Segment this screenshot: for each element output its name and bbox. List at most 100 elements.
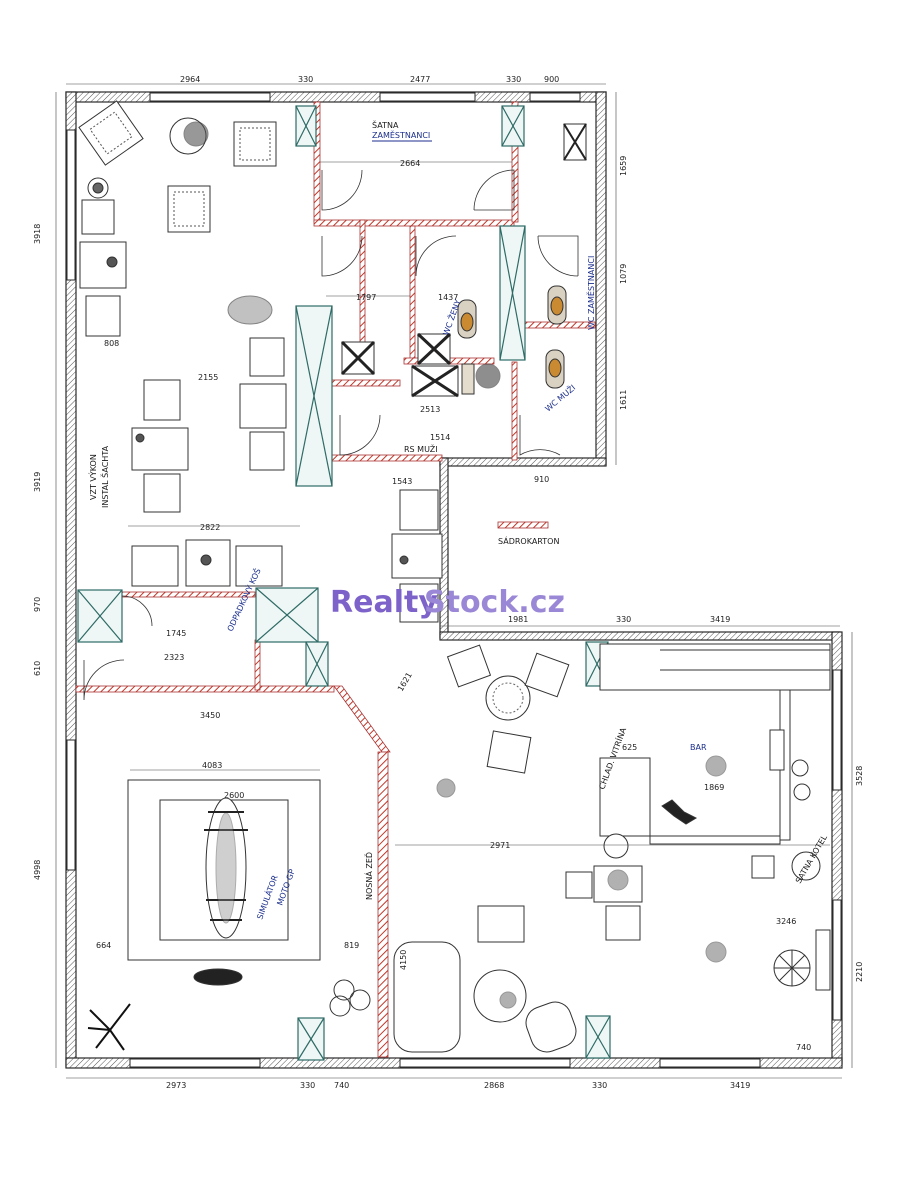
armchair [233, 121, 277, 167]
column-1 [295, 105, 317, 147]
dim-3450: 3450 [200, 711, 220, 720]
label-sadrokarton: SÁDROKARTON [498, 535, 559, 546]
simulator-area [87, 779, 371, 1051]
dim-2664: 2664 [400, 159, 420, 168]
dim-2513: 2513 [420, 405, 440, 414]
armchair [167, 185, 211, 233]
motorcycle-icon [204, 797, 248, 939]
table-round [169, 117, 209, 155]
motorcycle-small-icon [193, 968, 243, 986]
sink-icon [563, 123, 587, 161]
sink-icon [411, 364, 459, 398]
column-9 [297, 1017, 325, 1061]
dim-bottom1: 2973 [166, 1081, 186, 1090]
diagonal-wall [333, 685, 391, 1058]
dim-2822: 2822 [200, 523, 220, 532]
column-2 [501, 105, 525, 147]
dim-bottom2: 330 [300, 1081, 315, 1090]
dim-right-2210: 2210 [855, 962, 864, 982]
dim-4083: 4083 [202, 761, 222, 770]
dimension-lines [55, 83, 853, 1079]
dim-bottom5: 330 [592, 1081, 607, 1090]
label-nosna-zed: NOSNÁ ZEĎ [363, 852, 374, 900]
dim-left-mid: 3919 [33, 472, 42, 492]
label-wc-zamestnanci: WC ZAMĚSTNANCI [585, 256, 596, 330]
dim-819: 819 [344, 941, 359, 950]
watermark-stock: Stock.cz [424, 585, 565, 620]
dim-top-right: 900 [544, 75, 559, 84]
armchair [78, 100, 144, 166]
plant-icon [87, 177, 109, 199]
bar-area [565, 643, 831, 941]
dim-left-a: 970 [33, 597, 42, 612]
dim-1514: 1514 [430, 433, 450, 442]
outer-walls [65, 91, 843, 1069]
column-6 [255, 587, 319, 643]
dimension-labels: 2964 330 2477 330 900 3918 3919 970 610 … [33, 75, 864, 1090]
dim-1981: 1981 [508, 615, 528, 624]
dim-4150: 4150 [399, 950, 408, 970]
dim-right-3528: 3528 [855, 766, 864, 786]
watermark: Realty Stock.cz [330, 585, 565, 620]
dim-2971: 2971 [490, 841, 510, 850]
label-simulator: SIMULÁTOR [254, 873, 280, 921]
dim-1621: 1621 [396, 671, 414, 693]
sink-icon [416, 332, 452, 366]
dim-bottom6: 3419 [730, 1081, 750, 1090]
dim-664: 664 [96, 941, 111, 950]
table-trefoil [329, 979, 371, 1017]
label-zamestnanci: ZAMĚSTNANCI [372, 129, 430, 140]
dim-330c: 330 [616, 615, 631, 624]
sanitary-fixtures [340, 123, 587, 398]
dim-bottom3: 740 [334, 1081, 349, 1090]
interior-walls [75, 101, 596, 693]
dim-2323: 2323 [164, 653, 184, 662]
column-10 [585, 1015, 611, 1059]
dim-top-mid2: 2477 [410, 75, 430, 84]
dim-right-upper: 1659 [619, 156, 628, 176]
dim-top-left: 2964 [180, 75, 200, 84]
dim-1543: 1543 [392, 477, 412, 486]
dim-top-mid1: 330 [298, 75, 313, 84]
toilet-icon [547, 285, 567, 325]
doors [83, 169, 579, 701]
toilet-icon [545, 349, 565, 389]
dim-1745: 1745 [166, 629, 186, 638]
label-vzt-vykon: VZT VÝKON [87, 454, 98, 500]
dim-625: 625 [622, 743, 637, 752]
column-4 [499, 225, 526, 361]
label-instal-sachta: INSTAL ŠACHTA [99, 445, 110, 508]
dim-808: 808 [104, 339, 119, 348]
furniture [78, 100, 501, 623]
crack-icon [87, 1003, 131, 1051]
dim-740b: 740 [796, 1043, 811, 1052]
watermark-realty: Realty [330, 585, 438, 620]
dim-left-upper: 3918 [33, 224, 42, 244]
column-5 [77, 589, 123, 643]
dim-910: 910 [534, 475, 549, 484]
dim-1797: 1797 [356, 293, 376, 302]
label-moto-gp: MOTO GP [275, 868, 296, 907]
dim-right-mid: 1611 [619, 390, 628, 410]
toilet-icon [457, 299, 477, 339]
plant-icon [227, 295, 273, 325]
dim-2600: 2600 [224, 791, 244, 800]
column-7 [305, 641, 329, 687]
dim-left-b: 610 [33, 661, 42, 676]
dim-2155: 2155 [198, 373, 218, 382]
dim-3246: 3246 [776, 917, 796, 926]
dim-left-lower: 4998 [33, 860, 42, 880]
parasol-icon [773, 949, 811, 987]
column-3 [295, 305, 333, 487]
hall-furniture [393, 644, 831, 1053]
label-bar: BAR [690, 743, 707, 752]
dim-right-upper2: 1079 [619, 264, 628, 284]
dim-3419b: 3419 [710, 615, 730, 624]
dim-top-mid3: 330 [506, 75, 521, 84]
dim-1437: 1437 [438, 293, 458, 302]
label-rs-muzi: RS MUŽI [404, 443, 438, 454]
sink-icon [340, 340, 376, 376]
dim-1869: 1869 [704, 783, 724, 792]
table-square [79, 241, 127, 289]
